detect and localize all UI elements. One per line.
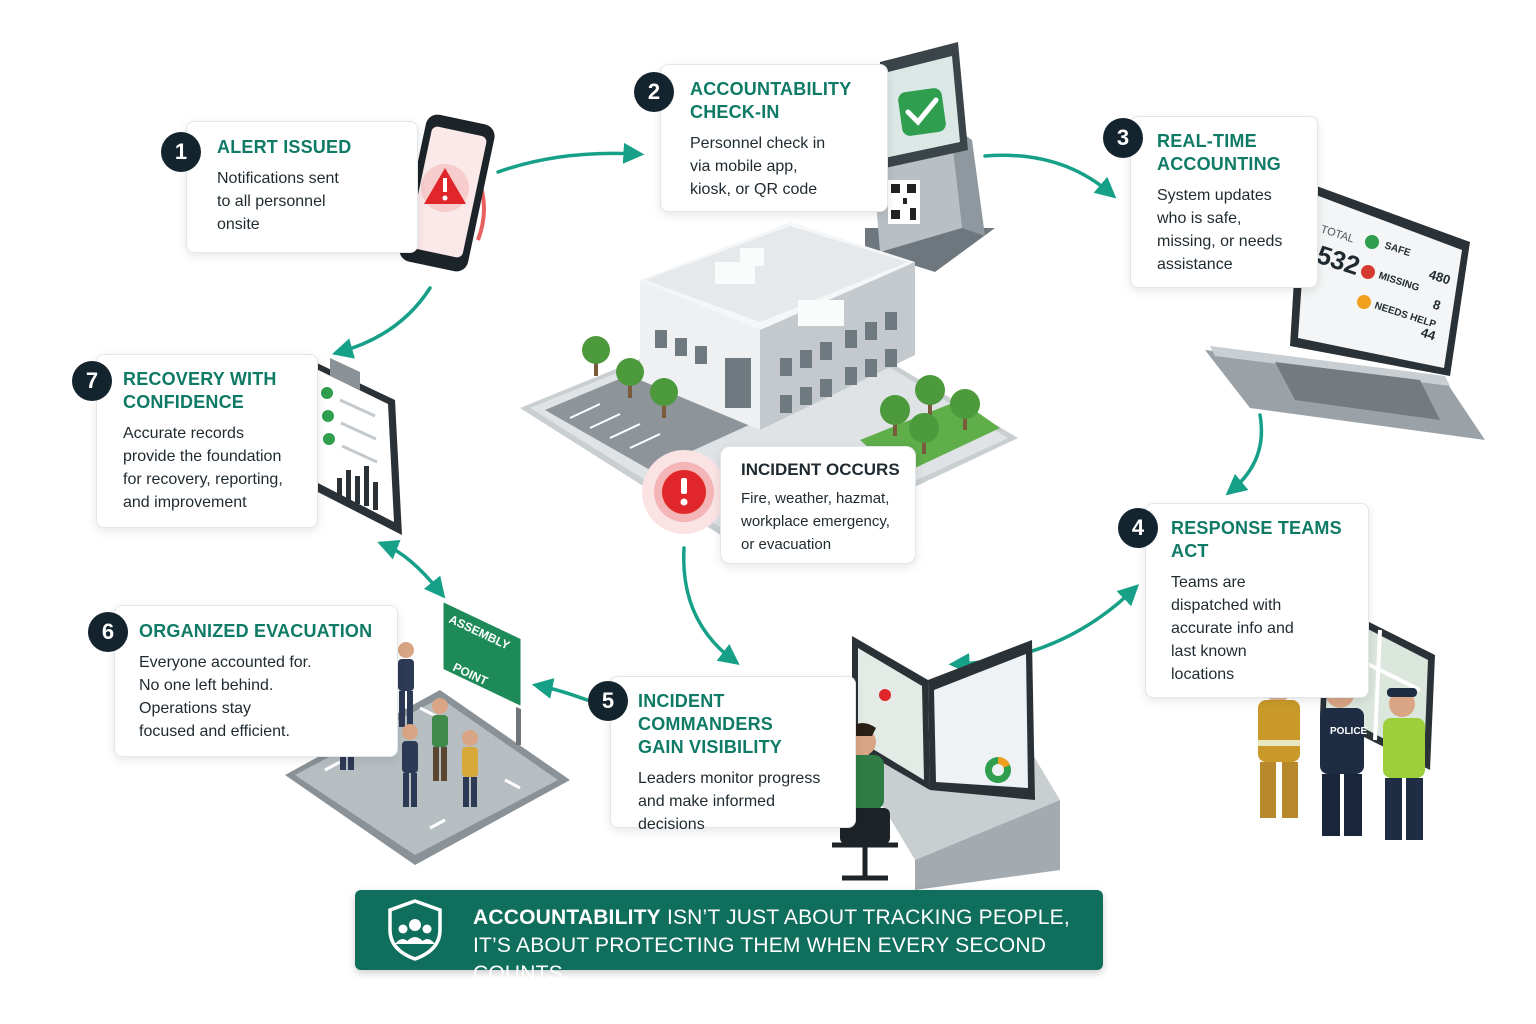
- kiosk-icon: [865, 42, 995, 272]
- building-icon: [520, 222, 1018, 560]
- laptop-row-value-needs-help: 44: [1419, 325, 1438, 344]
- step-6-card: ORGANIZED EVACUATION Everyone accounted …: [114, 605, 398, 757]
- trees: [582, 336, 980, 454]
- arrow-incident-to-5: [681, 546, 740, 666]
- arrow-2-to-3: [983, 153, 1117, 199]
- alert-icon: [642, 450, 726, 534]
- incident-title: INCIDENT OCCURS: [741, 460, 900, 479]
- arrow-1-to-7: [331, 286, 432, 359]
- incident-body: Fire, weather, hazmat,workplace emergenc…: [741, 490, 890, 553]
- tagline-line1: ISN’T JUST ABOUT TRACKING PEOPLE,: [660, 906, 1070, 929]
- tagline-strong: ACCOUNTABILITY: [473, 906, 661, 929]
- laptop-dashboard-icon: TOTAL 532 SAFE MISSING NEEDS HELP 480 8 …: [1205, 180, 1485, 440]
- laptop-row-value-missing: 8: [1431, 297, 1443, 314]
- step-1-card: ALERT ISSUED Notifications sent to all p…: [186, 121, 418, 253]
- arrow-1-to-2: [496, 142, 645, 174]
- step-3-badge: 3: [1103, 118, 1143, 158]
- shield-people-icon: [388, 899, 442, 961]
- laptop-row-value-safe: 480: [1427, 267, 1452, 288]
- tagline-banner: ACCOUNTABILITY ISN’T JUST ABOUT TRACKING…: [355, 890, 1103, 985]
- step-6-badge: 6: [88, 612, 128, 652]
- step-1-body: Notifications sent to all personnel onsi…: [217, 170, 339, 233]
- incident-card: INCIDENT OCCURS Fire, weather, hazmat,wo…: [720, 446, 916, 564]
- clipboard-icon: [300, 355, 402, 535]
- step-1-title: ALERT ISSUED: [217, 137, 352, 157]
- step-6-body: Everyone accounted for.No one left behin…: [139, 654, 312, 740]
- command-desk-icon: [832, 636, 1060, 890]
- tagline-text: ACCOUNTABILITY ISN’T JUST ABOUT TRACKING…: [473, 904, 1103, 988]
- step-1-badge: 1: [161, 132, 201, 172]
- step-4-badge: 4: [1118, 508, 1158, 548]
- assembly-point-icon: ASSEMBLY POINT: [285, 597, 570, 865]
- police-label: POLICE: [1330, 726, 1368, 737]
- step-6-title: ORGANIZED EVACUATION: [139, 621, 373, 641]
- step-5-badge: 5: [588, 681, 628, 721]
- step-2-badge: 2: [634, 72, 674, 112]
- step-7-badge: 7: [72, 361, 112, 401]
- phone-alert-icon: [391, 114, 495, 272]
- arrow-3-to-4: [1225, 413, 1264, 496]
- arrow-5-to-6: [531, 678, 589, 702]
- arrow-6-to-7: [377, 539, 446, 599]
- tagline-line2: IT’S ABOUT PROTECTING THEM WHEN EVERY SE…: [473, 934, 1047, 985]
